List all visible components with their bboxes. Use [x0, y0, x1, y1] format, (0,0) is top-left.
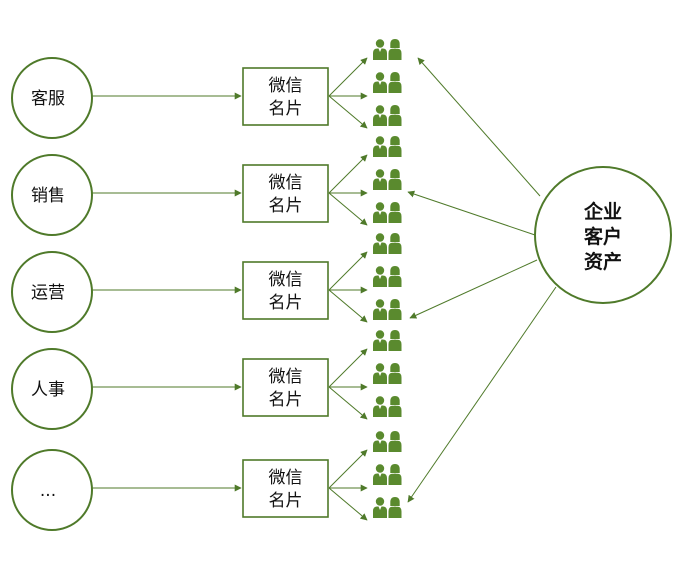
card-to-customer-arrow: [328, 251, 368, 291]
user-group-icon: [373, 39, 402, 60]
user-group-icon: [373, 464, 402, 485]
card-label-line2: 名片: [269, 390, 303, 410]
wechat-card: [242, 67, 329, 126]
card-label-line2: 名片: [269, 491, 303, 511]
center-to-row3-arrow: [409, 259, 538, 319]
wechat-card: [242, 459, 329, 518]
user-group-icon: [373, 497, 402, 518]
department-label: 运营: [31, 283, 65, 303]
user-group-icon: [373, 72, 402, 93]
department-label: ...: [40, 481, 56, 501]
department-label: 客服: [31, 89, 65, 109]
department-circle: [11, 57, 93, 139]
card-label-line1: 微信: [269, 270, 303, 290]
card-label-line1: 微信: [269, 468, 303, 488]
card-label-line1: 微信: [269, 76, 303, 96]
user-group-icon: [373, 266, 402, 287]
card-label-line2: 名片: [269, 99, 303, 119]
user-group-icon: [373, 105, 402, 126]
user-group-icon: [373, 431, 402, 452]
card-to-customer-arrow: [328, 95, 368, 129]
department-circle: [11, 251, 93, 333]
card-to-customer-arrow: [328, 154, 368, 194]
user-group-icon: [373, 299, 402, 320]
user-group-icon: [373, 330, 402, 351]
department-circle: [11, 449, 93, 531]
card-label-line2: 名片: [269, 196, 303, 216]
card-to-customer-arrow: [328, 289, 368, 323]
card-to-customer-arrow: [328, 487, 368, 521]
card-label-line1: 微信: [269, 173, 303, 193]
card-to-customer-arrow: [328, 192, 368, 226]
card-to-customer-arrow: [328, 449, 368, 489]
department-label: 销售: [31, 186, 65, 206]
center-to-row5-arrow: [407, 286, 557, 503]
card-to-customer-arrow: [328, 348, 368, 388]
department-circle: [11, 348, 93, 430]
center-label-line3: 资产: [584, 250, 622, 273]
center-node: 企业 客户 资产: [534, 166, 672, 304]
user-group-icon: [373, 363, 402, 384]
user-group-icon: [373, 233, 402, 254]
center-to-row2-arrow: [407, 190, 536, 236]
user-group-icon: [373, 169, 402, 190]
card-to-customer-arrow: [328, 386, 368, 420]
center-label-line2: 客户: [584, 225, 622, 248]
card-label-line1: 微信: [269, 367, 303, 387]
wechat-card: [242, 261, 329, 320]
center-to-row1-arrow: [417, 57, 541, 197]
department-label: 人事: [31, 380, 65, 400]
user-group-icon: [373, 202, 402, 223]
wechat-card: [242, 358, 329, 417]
department-circle: [11, 154, 93, 236]
user-group-icon: [373, 396, 402, 417]
user-group-icon: [373, 136, 402, 157]
card-label-line2: 名片: [269, 293, 303, 313]
card-to-customer-arrow: [328, 57, 368, 97]
wechat-card: [242, 164, 329, 223]
center-label-line1: 企业: [583, 200, 622, 223]
